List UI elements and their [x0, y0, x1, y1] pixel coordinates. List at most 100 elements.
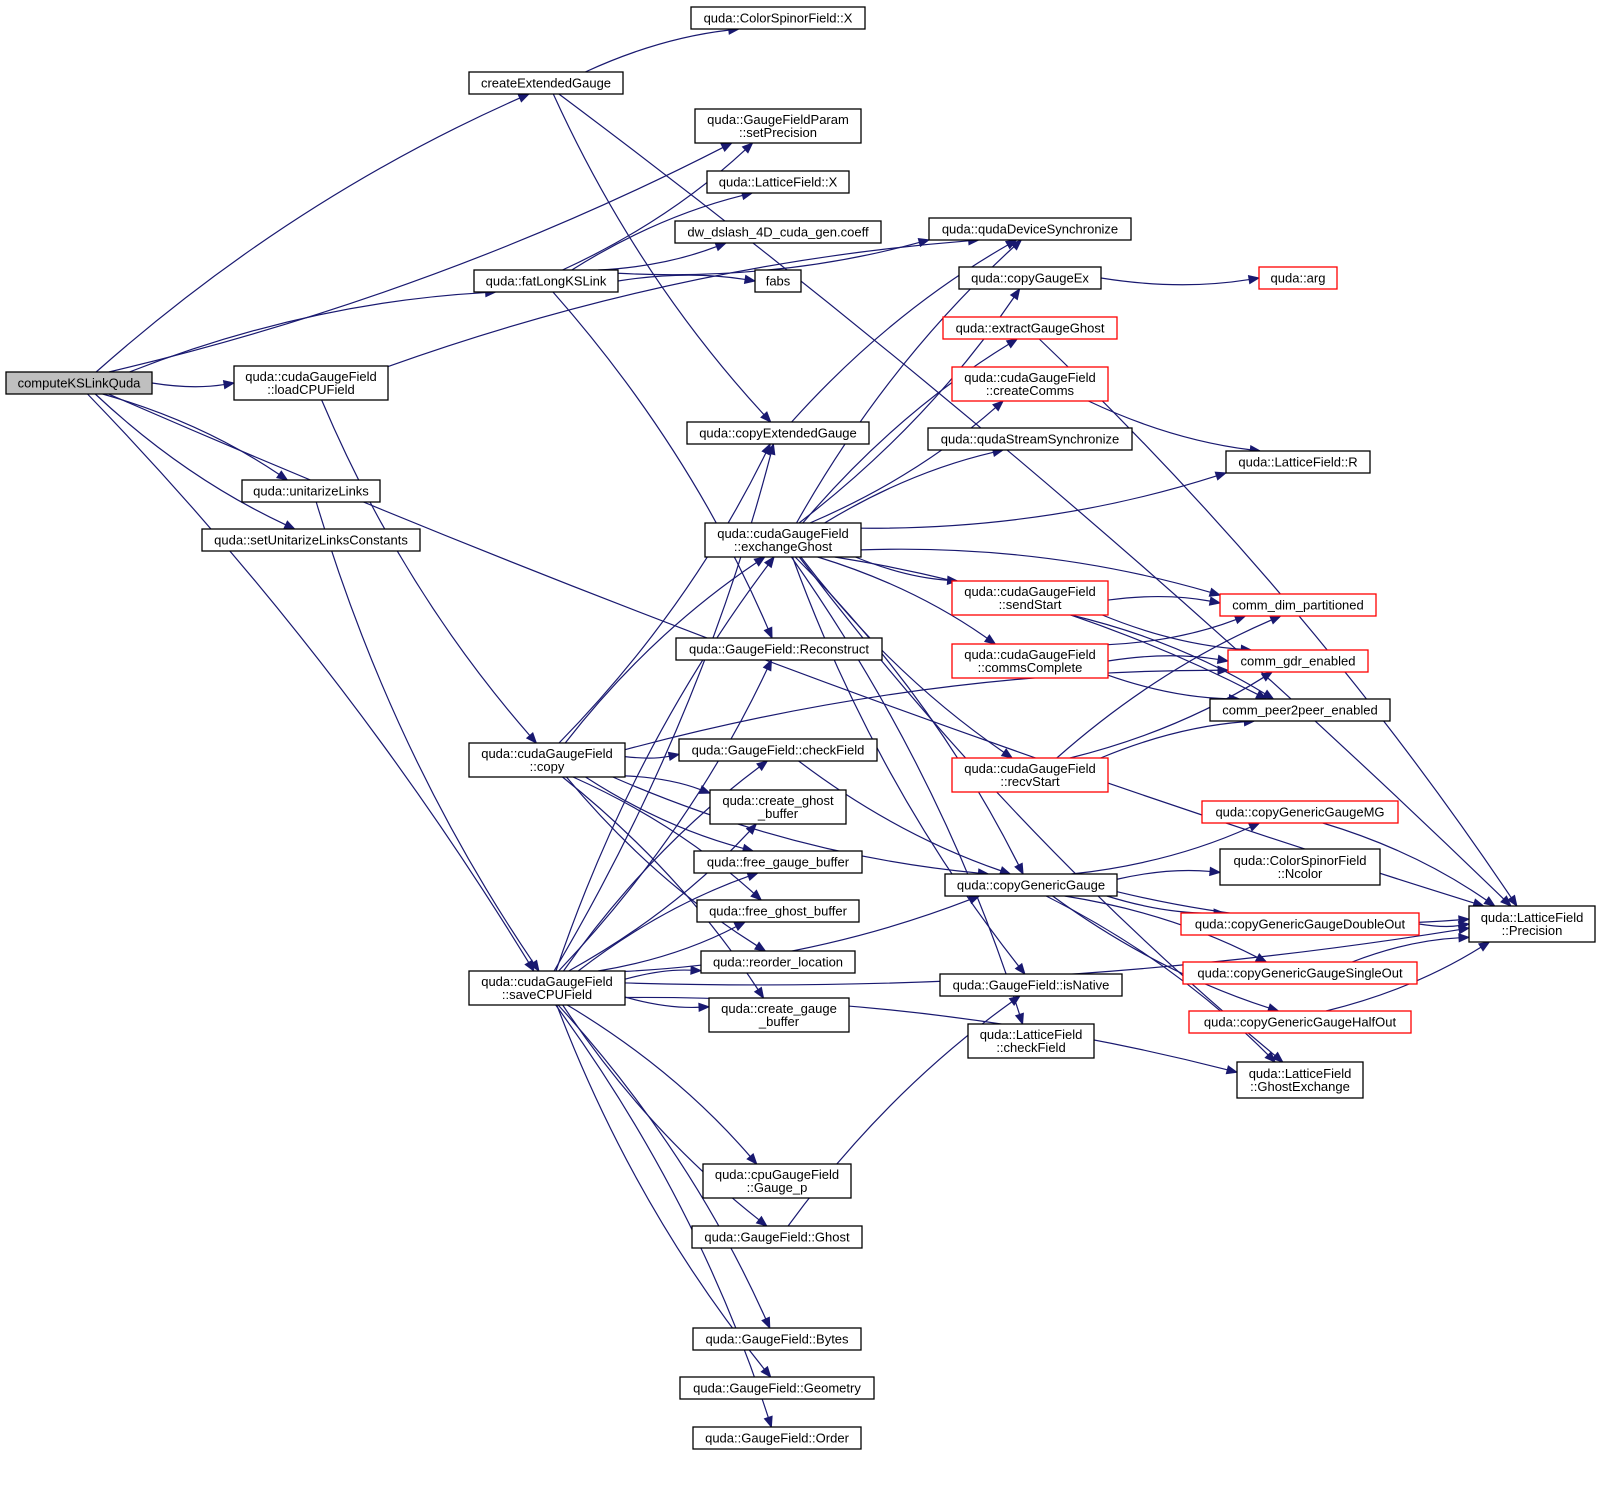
edge-line [129, 291, 486, 373]
node-chkf[interactable]: quda::GaugeField::checkField [678, 738, 878, 762]
edge-line [1322, 822, 1487, 901]
node-dw[interactable]: dw_dslash_4D_cuda_gen.coeff [674, 220, 882, 244]
node-cxg[interactable]: createExtendedGauge [468, 71, 624, 95]
node-setu[interactable]: quda::setUnitarizeLinksConstants [201, 528, 421, 552]
node-box [958, 266, 1102, 290]
node-recon[interactable]: quda::GaugeField::Reconstruct [675, 637, 883, 661]
node-cpp[interactable]: comm_peer2peer_enabled [1209, 698, 1391, 722]
edge-line [860, 475, 1217, 529]
edge-line [1052, 895, 1270, 1009]
edge-line [1418, 923, 1460, 928]
edge-recvs-to-cge [1069, 671, 1274, 759]
edge-line [860, 548, 1211, 593]
edge-copy-to-reord [565, 776, 767, 952]
node-lfcf[interactable]: quda::LatticeField::checkField [967, 1023, 1095, 1059]
node-gex[interactable]: quda::LatticeField::GhostExchange [1236, 1061, 1364, 1099]
node-label: quda::free_ghost_buffer [709, 904, 847, 919]
node-cgb[interactable]: quda::create_ghost_buffer [709, 789, 847, 825]
edge-line [87, 393, 530, 963]
node-order[interactable]: quda::GaugeField::Order [692, 1426, 862, 1450]
node-cggd[interactable]: quda::copyGenericGaugeDoubleOut [1180, 912, 1420, 936]
edge-line [564, 562, 757, 744]
edge-root-to-setp [108, 142, 733, 373]
node-box [241, 479, 381, 503]
edge-xg-to-extg [802, 338, 1019, 524]
arrowhead-icon [276, 470, 289, 481]
node-box [702, 1163, 852, 1199]
node-cggmg[interactable]: quda::copyGenericGaugeMG [1201, 800, 1399, 824]
arrowhead-icon [222, 379, 236, 390]
node-gaugep[interactable]: quda::cpuGaugeField::Gauge_p [702, 1163, 852, 1199]
node-isn[interactable]: quda::GaugeField::isNative [939, 973, 1123, 997]
node-copy[interactable]: quda::cudaGaugeField::copy [468, 742, 626, 778]
node-fat[interactable]: quda::fatLongKSLink [473, 269, 619, 293]
node-fgb[interactable]: quda::free_gauge_buffer [693, 850, 863, 874]
arrowhead-icon [754, 941, 767, 952]
node-reord[interactable]: quda::reorder_location [700, 950, 856, 974]
node-ccomm[interactable]: quda::cudaGaugeField::createComms [951, 366, 1109, 402]
node-save[interactable]: quda::cudaGaugeField::saveCPUField [468, 970, 626, 1006]
node-cgg[interactable]: quda::copyGenericGauge [944, 873, 1118, 897]
node-box [927, 427, 1133, 451]
edge-line [802, 343, 1009, 524]
node-cggh[interactable]: quda::copyGenericGaugeHalfOut [1188, 1010, 1412, 1034]
edge-cggd-to-prec [1418, 920, 1471, 931]
edge-fat-to-recon [552, 291, 773, 640]
node-xg[interactable]: quda::cudaGaugeField::exchangeGhost [704, 522, 862, 558]
node-box [5, 371, 153, 395]
node-fabs[interactable]: fabs [754, 269, 802, 293]
node-ghost[interactable]: quda::GaugeField::Ghost [691, 1225, 863, 1249]
node-label: quda::cpuGaugeField [715, 1167, 839, 1182]
node-load[interactable]: quda::cudaGaugeField::loadCPUField [233, 365, 389, 401]
edge-line [1088, 400, 1251, 451]
node-box [1468, 905, 1596, 943]
node-devsync[interactable]: quda::qudaDeviceSynchronize [928, 217, 1132, 241]
node-bytes[interactable]: quda::GaugeField::Bytes [692, 1327, 862, 1351]
node-root[interactable]: computeKSLinkQuda [5, 371, 153, 395]
node-label: quda::GaugeFieldParam [707, 112, 849, 127]
edge-line [624, 669, 1219, 751]
node-cdp[interactable]: comm_dim_partitioned [1219, 593, 1377, 617]
node-cge[interactable]: comm_gdr_enabled [1227, 649, 1369, 673]
arrowhead-icon [753, 986, 765, 1000]
edge-line [1069, 676, 1264, 759]
arrowhead-icon [1247, 274, 1261, 285]
node-box [708, 997, 850, 1033]
node-label: dw_dslash_4D_cuda_gen.coeff [687, 225, 869, 240]
node-label: quda::copyGenericGaugeHalfOut [1204, 1015, 1397, 1030]
node-arg[interactable]: quda::arg [1258, 266, 1338, 290]
node-setp[interactable]: quda::GaugeFieldParam::setPrecision [694, 108, 862, 144]
node-strsync[interactable]: quda::qudaStreamSynchronize [927, 427, 1133, 451]
edge-line [1351, 937, 1460, 963]
node-commc[interactable]: quda::cudaGaugeField::commsComplete [951, 643, 1109, 679]
node-cgaugeb[interactable]: quda::create_gauge_buffer [708, 997, 850, 1033]
node-geom[interactable]: quda::GaugeField::Geometry [679, 1376, 875, 1400]
node-label: quda::LatticeField [980, 1027, 1083, 1042]
node-prec[interactable]: quda::LatticeField::Precision [1468, 905, 1596, 943]
arrowhead-icon [283, 520, 296, 530]
node-box [473, 269, 619, 293]
node-cpeg[interactable]: quda::copyExtendedGauge [686, 421, 870, 445]
node-lfx[interactable]: quda::LatticeField::X [706, 170, 850, 194]
node-box [704, 522, 862, 558]
node-lfr[interactable]: quda::LatticeField::R [1225, 450, 1371, 474]
node-label: ::GhostExchange [1250, 1079, 1350, 1094]
node-unit[interactable]: quda::unitarizeLinks [241, 479, 381, 503]
edge-line [612, 776, 979, 874]
node-csfn[interactable]: quda::ColorSpinorField::Ncolor [1219, 848, 1381, 886]
node-recvs[interactable]: quda::cudaGaugeField::recvStart [951, 757, 1109, 793]
node-cggs[interactable]: quda::copyGenericGaugeSingleOut [1182, 961, 1418, 985]
node-fgh[interactable]: quda::free_ghost_buffer [696, 899, 860, 923]
arrowhead-icon [1477, 941, 1491, 952]
edge-save-to-xg [555, 555, 775, 972]
node-sends[interactable]: quda::cudaGaugeField::sendStart [951, 580, 1109, 616]
node-extg[interactable]: quda::extractGaugeGhost [942, 316, 1118, 340]
node-box [1236, 1061, 1364, 1099]
node-cpgex[interactable]: quda::copyGaugeEx [958, 266, 1102, 290]
edge-save-to-fgh [597, 921, 747, 972]
edge-line [624, 899, 971, 973]
edge-line [809, 407, 996, 524]
arrowhead-icon [1010, 239, 1023, 251]
edge-root-to-setu [94, 393, 296, 530]
node-csfx[interactable]: quda::ColorSpinorField::X [690, 6, 866, 30]
